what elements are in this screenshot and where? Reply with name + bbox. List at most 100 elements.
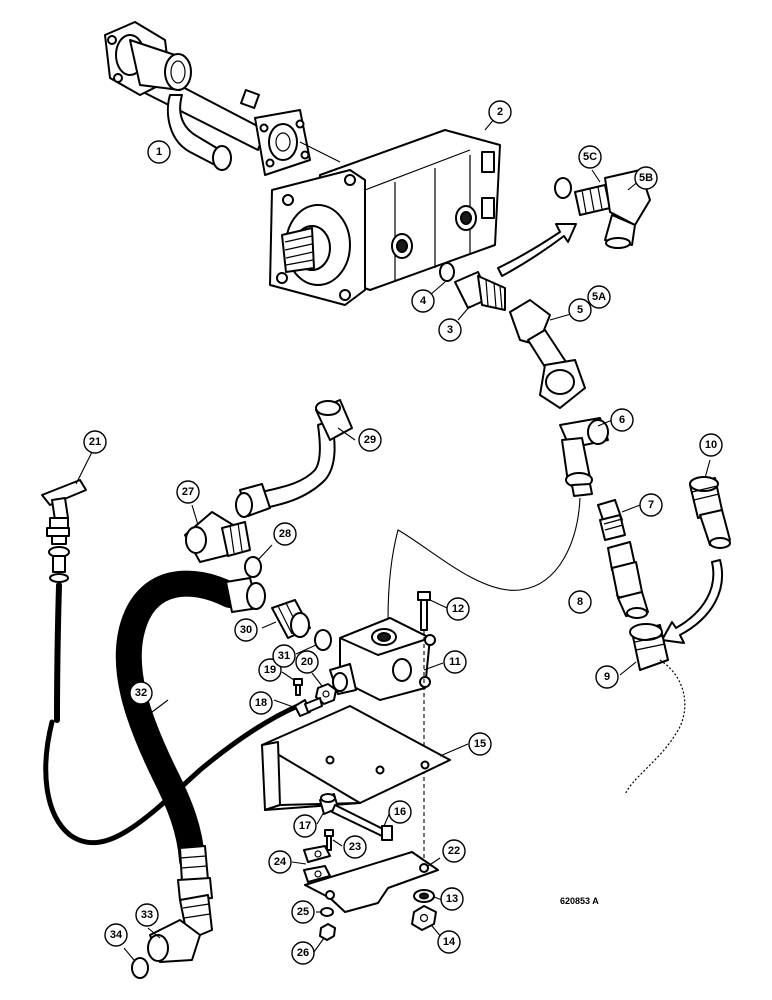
adapter-fitting-part-30 — [271, 599, 311, 639]
quick-coupler-part-8 — [607, 541, 649, 619]
svg-text:15: 15 — [474, 738, 486, 750]
hydraulic-hose-part-32 — [115, 570, 266, 901]
screw-part-18 — [294, 697, 323, 717]
callout-6: 6 — [610, 408, 634, 432]
callout-11: 11 — [443, 650, 467, 674]
assembly-arrow-lower — [661, 559, 723, 644]
elbow-fitting-part-33 — [147, 894, 213, 963]
callout-27: 27 — [176, 480, 200, 504]
svg-text:19: 19 — [264, 664, 276, 676]
screw-part-23 — [324, 829, 334, 851]
callout-10: 10 — [699, 433, 723, 457]
callout-5c: 5C — [578, 145, 602, 169]
svg-text:27: 27 — [182, 486, 194, 498]
callout-20: 20 — [295, 650, 319, 674]
svg-text:5C: 5C — [583, 151, 597, 163]
svg-text:34: 34 — [110, 929, 123, 941]
svg-text:6: 6 — [619, 414, 625, 426]
svg-text:20: 20 — [301, 656, 313, 668]
screw-part-19 — [293, 678, 303, 696]
drive-coupler-part-1 — [104, 21, 311, 176]
svg-text:24: 24 — [274, 856, 287, 868]
o-ring-part-34 — [131, 957, 149, 979]
svg-text:32: 32 — [135, 687, 147, 699]
bolt-part-16 — [331, 804, 393, 841]
svg-text:23: 23 — [349, 841, 361, 853]
washer-part-25 — [320, 907, 334, 917]
o-ring-part-5c — [554, 177, 572, 199]
assembly-arrow-upper — [497, 223, 577, 277]
svg-text:17: 17 — [299, 820, 311, 832]
svg-text:22: 22 — [448, 845, 460, 857]
dust-cap-part-9 — [624, 623, 686, 796]
bolt-part-12 — [417, 591, 431, 631]
svg-text:1: 1 — [156, 146, 162, 158]
o-ring-part-31 — [314, 629, 332, 651]
callout-26: 26 — [291, 941, 315, 965]
callout-14: 14 — [437, 930, 461, 954]
callout-5a: 5A — [587, 285, 611, 309]
callout-5: 5 — [568, 298, 592, 322]
svg-text:9: 9 — [604, 671, 610, 683]
callout-18: 18 — [249, 691, 273, 715]
svg-text:21: 21 — [89, 436, 101, 448]
callout-23: 23 — [343, 835, 367, 859]
svg-text:12: 12 — [452, 603, 464, 615]
callout-5b: 5B — [634, 166, 658, 190]
svg-text:3: 3 — [447, 324, 453, 336]
tee-fitting-part-6 — [559, 417, 609, 497]
callout-21: 21 — [83, 430, 107, 454]
svg-text:5: 5 — [577, 304, 583, 316]
callout-29: 29 — [358, 428, 382, 452]
hydraulic-pump-part-2 — [269, 129, 501, 306]
svg-text:31: 31 — [278, 650, 290, 662]
callout-8: 8 — [568, 590, 592, 614]
callout-16: 16 — [388, 800, 412, 824]
drawing-code: 620853 A — [560, 896, 599, 906]
svg-text:13: 13 — [446, 893, 458, 905]
svg-text:8: 8 — [577, 596, 583, 608]
callout-17: 17 — [293, 814, 317, 838]
callout-2: 2 — [488, 100, 512, 124]
svg-text:33: 33 — [141, 909, 153, 921]
svg-text:25: 25 — [297, 906, 309, 918]
mounting-bracket-part-15 — [261, 705, 451, 811]
o-ring-part-28 — [244, 556, 262, 578]
control-cable-part-21 — [41, 479, 303, 846]
svg-text:7: 7 — [648, 499, 654, 511]
callout-15: 15 — [468, 732, 492, 756]
callout-9: 9 — [595, 665, 619, 689]
svg-text:26: 26 — [297, 947, 309, 959]
callout-24: 24 — [268, 850, 292, 874]
callout-25: 25 — [291, 900, 315, 924]
mounting-plate-part-22 — [304, 851, 439, 913]
tube-elbow-part-5 — [509, 299, 586, 409]
callout-30: 30 — [234, 618, 258, 642]
svg-text:16: 16 — [394, 806, 406, 818]
callout-28: 28 — [273, 522, 297, 546]
svg-text:4: 4 — [420, 295, 427, 307]
svg-text:10: 10 — [705, 439, 717, 451]
callout-4: 4 — [411, 289, 435, 313]
adapter-fitting-part-7 — [597, 499, 626, 541]
callout-22: 22 — [442, 839, 466, 863]
svg-text:29: 29 — [364, 434, 376, 446]
callout-1: 1 — [147, 140, 171, 164]
callout-3: 3 — [438, 318, 462, 342]
svg-text:30: 30 — [240, 624, 252, 636]
cable-clamp-part-24 — [303, 845, 331, 883]
svg-text:2: 2 — [497, 106, 503, 118]
callout-33: 33 — [135, 903, 159, 927]
callout-32: 32 — [129, 681, 153, 705]
svg-text:14: 14 — [443, 936, 456, 948]
quick-coupler-part-10 — [689, 476, 731, 549]
callout-12: 12 — [446, 597, 470, 621]
adapter-fitting-part-3 — [454, 271, 506, 311]
selector-valve-part-11 — [329, 617, 436, 701]
callout-34: 34 — [104, 923, 128, 947]
callout-13: 13 — [440, 887, 464, 911]
callout-31: 31 — [272, 644, 296, 668]
callout-19: 19 — [258, 658, 282, 682]
elbow-fitting-part-27 — [184, 511, 251, 563]
